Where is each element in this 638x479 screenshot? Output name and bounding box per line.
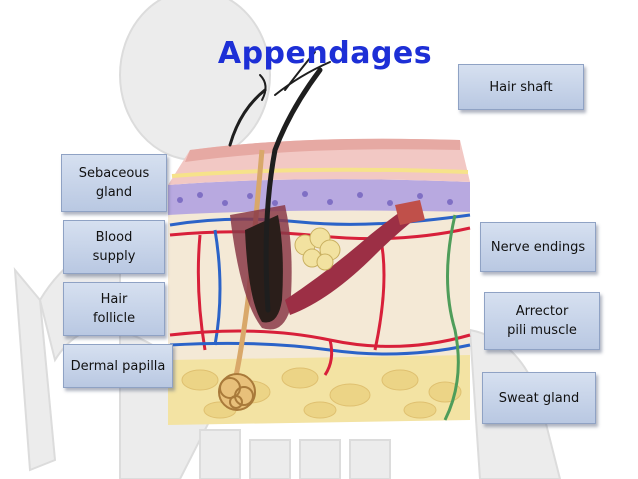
slide-title: Appendages: [217, 36, 433, 71]
label-sweat-gland: Sweat gland: [482, 372, 596, 424]
label-dermal-papilla-text: Dermal papilla: [70, 358, 166, 374]
label-blood-supply-text: Blood supply: [92, 230, 136, 264]
label-nerve-endings-text: Nerve endings: [490, 239, 586, 255]
label-hair-shaft: Hair shaft: [458, 64, 584, 110]
sebaceous-gland: [294, 227, 341, 271]
sweat-gland-coil: [218, 373, 256, 411]
label-blood-supply: Blood supply: [63, 220, 165, 274]
dermis-layer: [168, 189, 470, 360]
label-sebaceous-gland: Sebaceous gland: [61, 154, 167, 212]
label-sebaceous-gland-text: Sebaceous gland: [78, 166, 150, 200]
hair-shafts: [228, 51, 331, 313]
label-hair-follicle-text: Hair follicle: [92, 292, 136, 326]
nerve-fiber: [443, 214, 460, 421]
basal-layer: [168, 179, 470, 215]
label-arrector-pili-muscle: Arrector pili muscle: [484, 292, 600, 350]
arrector-pili-muscle: [285, 205, 420, 315]
label-hair-shaft-text: Hair shaft: [489, 79, 553, 95]
label-nerve-endings: Nerve endings: [480, 222, 596, 272]
label-arrector-pili-muscle-text: Arrector pili muscle: [507, 304, 577, 338]
label-hair-follicle: Hair follicle: [63, 282, 165, 336]
label-dermal-papilla: Dermal papilla: [63, 344, 173, 388]
label-sweat-gland-text: Sweat gland: [498, 390, 580, 406]
